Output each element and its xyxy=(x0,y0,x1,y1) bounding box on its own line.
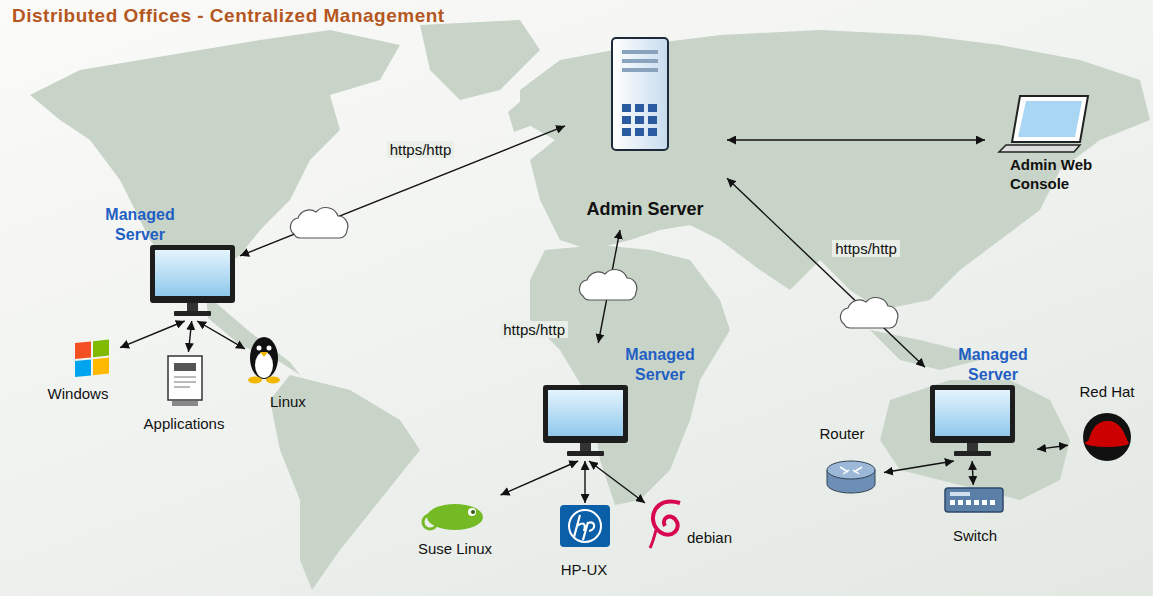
connector-arrow xyxy=(727,178,925,367)
connector-arrow xyxy=(501,461,579,495)
windows-logo xyxy=(75,340,109,378)
node-label: Switch xyxy=(940,527,1010,545)
router-icon xyxy=(827,461,875,493)
device-node: Switch xyxy=(940,485,1012,547)
device-node: Applications xyxy=(128,352,242,436)
node-label: Red Hat xyxy=(1068,383,1146,401)
connector-arrow xyxy=(240,126,565,256)
device-node: Suse Linux xyxy=(405,495,507,560)
network-cloud xyxy=(579,270,636,300)
connector-arrow xyxy=(120,321,185,348)
device-node: Windows xyxy=(38,338,120,406)
node-label: Managed Server xyxy=(90,205,190,245)
connector-arrow xyxy=(1037,445,1068,449)
node-label: Admin Server xyxy=(565,198,725,220)
linux-penguin xyxy=(248,337,280,384)
diagram-title: Distributed Offices - Centralized Manage… xyxy=(12,5,445,27)
connector-arrow xyxy=(589,461,645,503)
monitor-icons xyxy=(150,245,1015,456)
device-node: Red Hat xyxy=(1068,383,1148,465)
connector-arrow xyxy=(197,321,245,349)
node-label: Windows xyxy=(38,385,118,403)
managed-server: Managed Server xyxy=(925,343,1037,461)
node-label: Router xyxy=(802,425,882,443)
hp-logo xyxy=(560,505,610,547)
switch-icon xyxy=(945,488,1003,512)
network-cloud xyxy=(290,208,347,238)
protocol-label: https/http xyxy=(832,240,900,257)
continents xyxy=(30,20,1150,590)
admin-server: Admin Server xyxy=(565,30,727,230)
network-cloud xyxy=(840,298,897,328)
node-label: debian xyxy=(687,529,732,547)
protocol-label: https/http xyxy=(387,141,455,158)
connector-arrow xyxy=(584,461,585,503)
managed-server: Managed Server xyxy=(90,203,240,321)
connector-arrow xyxy=(188,321,191,352)
device-node: debian xyxy=(645,493,753,553)
managed-server: Managed Server xyxy=(535,343,715,461)
admin-server-icon xyxy=(612,38,668,150)
connector-arrow xyxy=(884,461,954,473)
node-label: Managed Server xyxy=(610,345,710,385)
laptop-icon xyxy=(999,96,1088,152)
connector-arrow xyxy=(972,461,973,485)
device-node: HP-UX xyxy=(548,503,622,583)
node-label: Admin Web Console xyxy=(1010,155,1120,193)
device-node: Router xyxy=(802,425,884,500)
connector-arrow xyxy=(727,139,985,140)
device-node: Linux xyxy=(245,335,315,413)
debian-swirl xyxy=(650,501,680,548)
node-label: Managed Server xyxy=(951,345,1035,385)
node-label: Linux xyxy=(270,393,306,411)
node-label: Applications xyxy=(128,415,240,433)
device-node: Admin Web Console xyxy=(985,95,1125,205)
protocol-label: https/http xyxy=(500,321,568,338)
suse-chameleon xyxy=(423,504,483,530)
application-icon xyxy=(168,356,202,406)
redhat-logo xyxy=(1083,413,1131,461)
node-label: Suse Linux xyxy=(405,540,505,558)
node-label: HP-UX xyxy=(548,561,620,579)
